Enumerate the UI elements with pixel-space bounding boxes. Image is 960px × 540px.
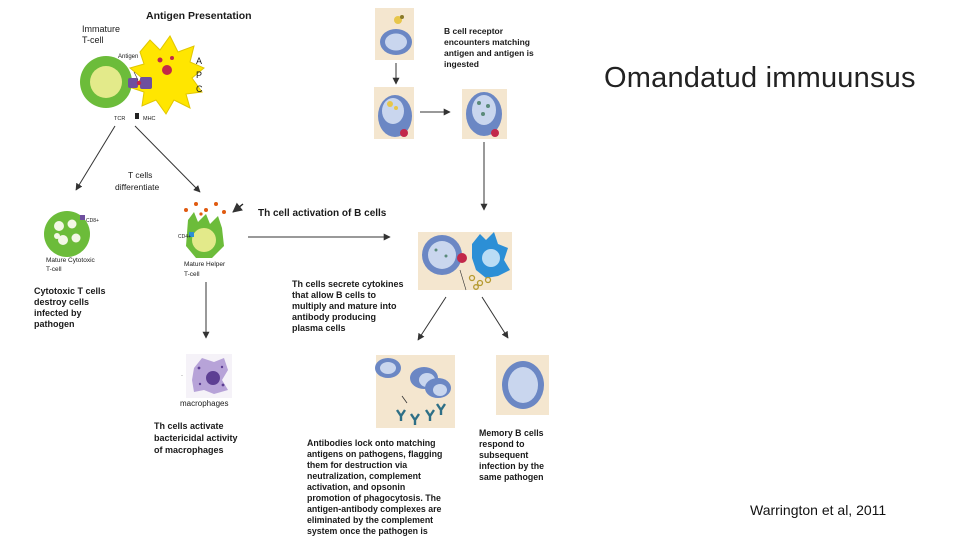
th-activation-label: Th cell activation of B cells xyxy=(258,208,387,219)
antibodies-caption-6: promotion of phagocytosis. The xyxy=(307,493,441,503)
immature-t-cell-label-2: T-cell xyxy=(82,35,104,45)
cytotoxic-t-cell xyxy=(44,211,90,257)
b-cell-panel-2 xyxy=(374,87,414,139)
macrophage-side-mark: · xyxy=(181,373,183,379)
antibodies-caption-7: antigen-antibody complexes are xyxy=(307,504,442,514)
bcr-caption-4: ingested xyxy=(444,59,479,69)
cd4-label: CD4+ xyxy=(178,234,191,240)
cytokines-caption-3: multiply and mature into xyxy=(292,301,397,311)
memory-b-caption-4: infection by the xyxy=(479,461,544,471)
antigen-label: Antigen xyxy=(118,54,138,60)
cytotoxic-name-2: T-cell xyxy=(46,266,62,273)
b-th-interaction-panel xyxy=(418,232,512,291)
macrophage-caption-1: Th cells activate xyxy=(154,421,224,431)
cytokines-caption-5: plasma cells xyxy=(292,323,346,333)
cytokines-caption-4: antibody producing xyxy=(292,312,376,322)
memory-b-caption-2: respond to xyxy=(479,439,525,449)
antibodies-caption-1: Antibodies lock onto matching xyxy=(307,438,436,448)
helper-name-2: T-cell xyxy=(184,271,200,278)
apc-letter-p: P xyxy=(196,70,202,80)
helper-pointer-arrow xyxy=(232,202,244,213)
antibodies-caption-4: neutralization, complement xyxy=(307,471,421,481)
cytotoxic-name-1: Mature Cytotoxic xyxy=(46,257,96,264)
cytotoxic-caption-3: infected by xyxy=(34,308,82,318)
cytotoxic-caption-1: Cytotoxic T cells xyxy=(34,286,106,296)
macrophage-label: macrophages xyxy=(180,399,228,408)
apc-letter-c: C xyxy=(196,84,203,94)
cytokines-caption-2: that allow B cells to xyxy=(292,290,377,300)
arrow-to-memory xyxy=(481,296,509,339)
memory-b-cell-panel xyxy=(496,355,549,415)
cytotoxic-caption-2: destroy cells xyxy=(34,297,89,307)
b-cell-panel-3 xyxy=(462,89,507,139)
memory-b-caption-1: Memory B cells xyxy=(479,428,544,438)
antibodies-caption-3: them for destruction via xyxy=(307,460,407,470)
antibodies-caption-8: eliminated by the complement xyxy=(307,515,433,525)
helper-name-1: Mature Helper xyxy=(184,261,226,268)
arrow-to-helper xyxy=(134,125,201,193)
memory-b-caption-5: same pathogen xyxy=(479,472,544,482)
antibodies-caption-9: system once the pathogen is xyxy=(307,526,428,536)
macrophage-panel xyxy=(186,354,232,398)
differentiate-label-1: T cells xyxy=(128,170,152,180)
apc-letter-a: A xyxy=(196,56,202,66)
citation: Warrington et al, 2011 xyxy=(750,502,887,518)
tcr-mhc-complex xyxy=(128,71,152,89)
slide-title: Omandatud immuunsus xyxy=(604,62,916,94)
arrow-to-plasma xyxy=(417,296,447,341)
plasma-cells-panel xyxy=(375,355,455,428)
macrophage-caption-2: bactericidal activity xyxy=(154,433,238,443)
memory-b-caption-3: subsequent xyxy=(479,450,528,460)
cytotoxic-caption-4: pathogen xyxy=(34,319,75,329)
bcr-caption-2: encounters matching xyxy=(444,37,530,47)
mhc-label: MHC xyxy=(143,116,156,122)
b-cell-panel-1 xyxy=(375,8,414,60)
arrow-to-cytotoxic xyxy=(75,125,116,191)
cd8-label: CD8+ xyxy=(86,218,99,224)
antigen-presentation-heading: Antigen Presentation xyxy=(146,10,252,22)
helper-t-cell xyxy=(184,202,226,258)
antibodies-caption-5: activation, and opsonin xyxy=(307,482,405,492)
immature-t-cell xyxy=(80,56,132,108)
immature-t-cell-label-1: Immature xyxy=(82,24,120,34)
apc-cell xyxy=(128,35,205,115)
legend-marker xyxy=(135,113,139,119)
macrophage-caption-3: of macrophages xyxy=(154,445,224,455)
bcr-caption-1: B cell receptor xyxy=(444,26,504,36)
tcr-label: TCR xyxy=(114,116,125,122)
differentiate-label-2: differentiate xyxy=(115,182,160,192)
bcr-caption-3: antigen and antigen is xyxy=(444,48,534,58)
cytokines-caption-1: Th cells secrete cytokines xyxy=(292,279,404,289)
antibodies-caption-2: antigens on pathogens, flagging xyxy=(307,449,442,459)
